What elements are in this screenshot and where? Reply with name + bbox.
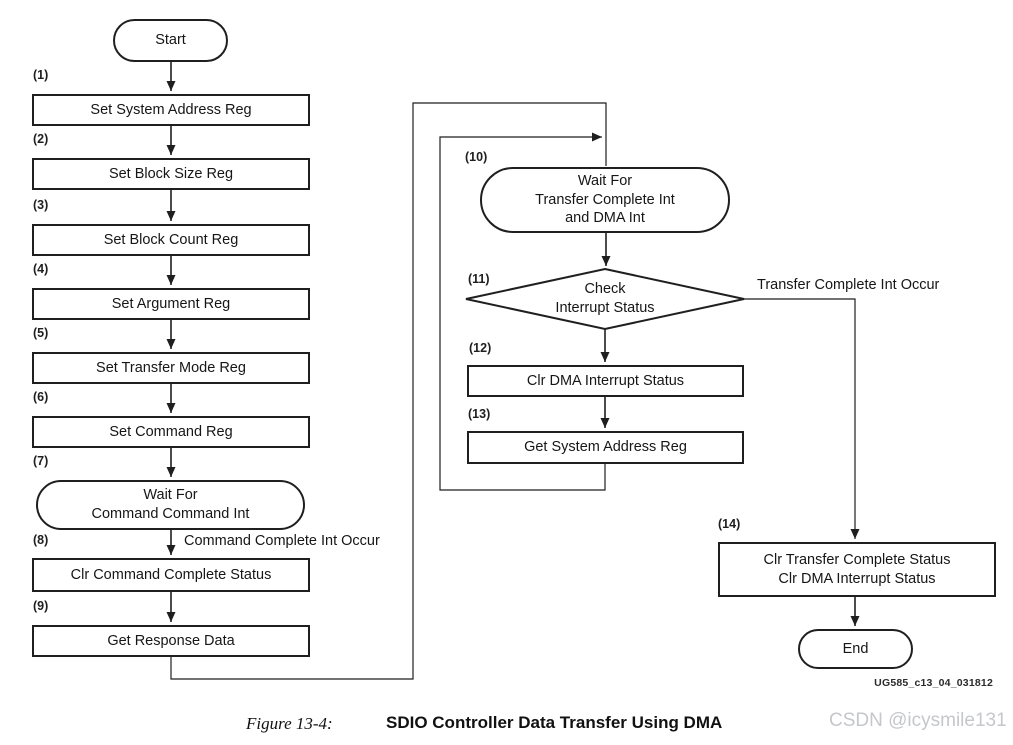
step-11-line1: Check <box>584 281 626 298</box>
step-13-box: Get System Address Reg <box>467 431 744 464</box>
step-14-line2: Clr DMA Interrupt Status <box>778 570 936 587</box>
csdn-watermark: CSDN @icysmile131 <box>829 710 1007 731</box>
step-3-number: (3) <box>33 198 49 212</box>
route-step9-to-step10 <box>170 102 607 680</box>
step-14-line1: Clr Transfer Complete Status <box>763 551 951 568</box>
step-6-number: (6) <box>33 390 49 404</box>
step-10-line1: Wait For <box>577 172 633 189</box>
step-5-number: (5) <box>33 326 49 340</box>
edge-label-command-complete: Command Complete Int Occur <box>184 533 380 549</box>
step-9-number: (9) <box>33 599 49 613</box>
step-7-line2: Command Command Int <box>91 506 250 522</box>
step-11-decision-text: Check Interrupt Status <box>500 276 710 322</box>
step-11-number: (11) <box>468 272 490 286</box>
step-7-number: (7) <box>33 454 49 468</box>
step-2-number: (2) <box>33 132 49 146</box>
step-11-line2: Interrupt Status <box>555 300 655 316</box>
step-10-number: (10) <box>465 150 488 164</box>
step-14-number: (14) <box>718 517 741 531</box>
step-4-box: Set Argument Reg <box>32 288 310 320</box>
step-14-box: Clr Transfer Complete Status Clr DMA Int… <box>718 542 996 597</box>
step-8-box: Clr Command Complete Status <box>32 558 310 592</box>
step-10-line2: Transfer Complete Int <box>535 191 675 208</box>
step-6-box: Set Command Reg <box>32 416 310 448</box>
step-8-number: (8) <box>33 533 49 547</box>
start-node: Start <box>113 19 228 62</box>
step-12-box: Clr DMA Interrupt Status <box>467 365 744 397</box>
step-3-box: Set Block Count Reg <box>32 224 310 256</box>
step-10-line3: and DMA Int <box>565 210 645 227</box>
step-5-box: Set Transfer Mode Reg <box>32 352 310 384</box>
step-1-number: (1) <box>33 68 49 82</box>
step-7-line1: Wait For <box>143 487 198 504</box>
step-12-number: (12) <box>469 341 492 355</box>
step-7-wait-node: Wait For Command Command Int <box>36 480 305 530</box>
edge-label-transfer-complete: Transfer Complete Int Occur <box>757 277 940 293</box>
step-10-wait-node: Wait For Transfer Complete Int and DMA I… <box>480 167 730 233</box>
step-1-box: Set System Address Reg <box>32 94 310 126</box>
route-loop-step13-to-step10 <box>439 132 606 491</box>
end-node: End <box>798 629 913 669</box>
document-id-text: UG585_c13_04_031812 <box>874 677 993 689</box>
figure-caption-title: SDIO Controller Data Transfer Using DMA <box>386 713 723 732</box>
step-4-number: (4) <box>33 262 49 276</box>
step-2-box: Set Block Size Reg <box>32 158 310 190</box>
route-diamond-to-step14 <box>744 298 860 539</box>
decision-diamond-shape <box>465 267 745 331</box>
step-9-box: Get Response Data <box>32 625 310 657</box>
figure-caption-label: Figure 13-4: <box>246 714 333 733</box>
step-13-number: (13) <box>468 407 491 421</box>
